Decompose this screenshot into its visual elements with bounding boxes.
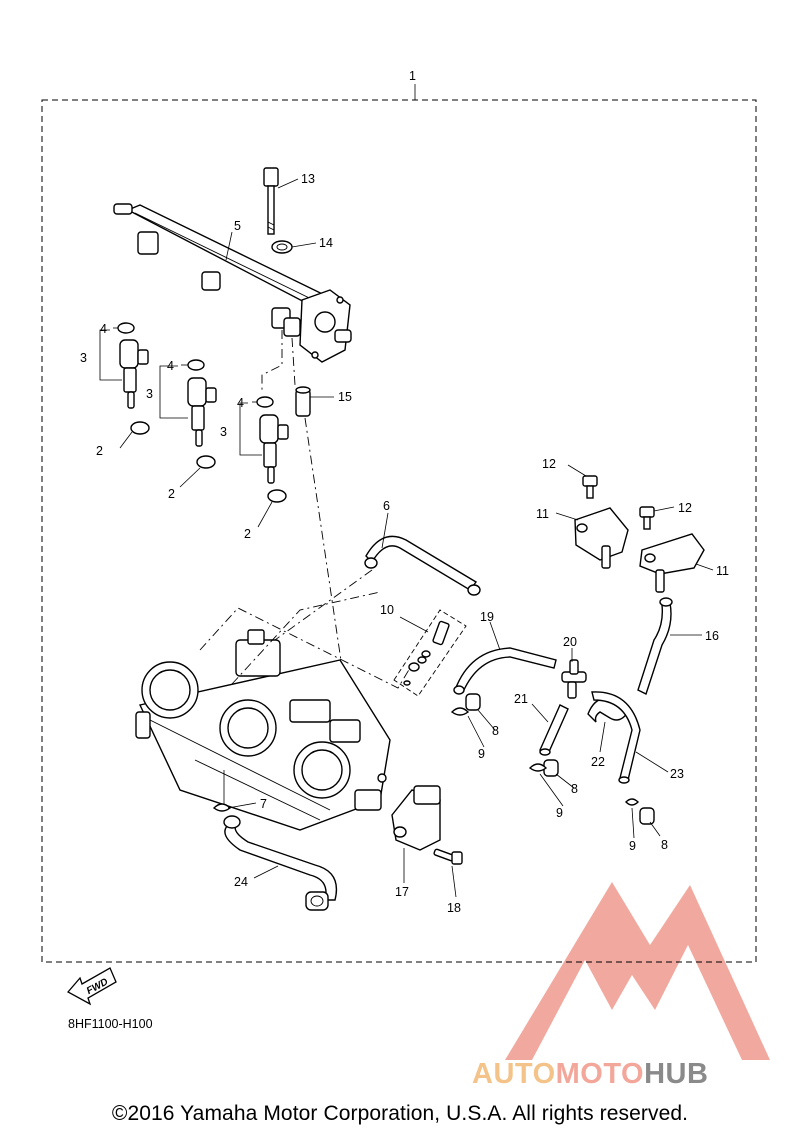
injector-right <box>256 396 289 503</box>
hose-24 <box>224 824 338 901</box>
screw-kit-box <box>393 609 467 697</box>
callout-21: 21 <box>514 692 528 706</box>
callout-3: 3 <box>146 387 153 401</box>
callout-2: 2 <box>96 444 103 458</box>
callout-4: 4 <box>237 396 244 410</box>
cap-8-a <box>465 693 481 711</box>
callout-8: 8 <box>571 782 578 796</box>
watermark-text: AUTOMOTOHUB <box>472 1058 708 1091</box>
callout-24: 24 <box>234 875 248 889</box>
callout-9: 9 <box>629 839 636 853</box>
callout-11: 11 <box>716 564 729 578</box>
injector-left <box>117 322 150 435</box>
callout-6: 6 <box>383 499 390 513</box>
screw-12-left <box>582 475 598 499</box>
callout-12: 12 <box>542 457 556 471</box>
callout-2: 2 <box>244 527 251 541</box>
hose-16 <box>637 602 672 695</box>
callout-4: 4 <box>167 359 174 373</box>
throttle-body <box>135 629 391 831</box>
callout-2: 2 <box>168 487 175 501</box>
collar-15 <box>295 386 311 417</box>
callout-23: 23 <box>670 767 684 781</box>
hose-19 <box>454 647 557 693</box>
assembly-frame <box>41 99 757 963</box>
copyright-notice: ©2016 Yamaha Motor Corporation, U.S.A. A… <box>111 1102 689 1125</box>
clip-9-b <box>528 763 548 772</box>
callout-5: 5 <box>234 219 241 233</box>
callout-1: 1 <box>409 69 416 83</box>
diagram-code: 8HF1100-H100 <box>68 1017 153 1031</box>
watermark-hub: HUB <box>644 1058 709 1090</box>
bolt-18 <box>433 848 463 865</box>
callout-10: 10 <box>380 603 394 617</box>
callout-3: 3 <box>220 425 227 439</box>
washer-14 <box>271 240 293 254</box>
watermark-moto: MOTO <box>555 1058 645 1090</box>
clip-9-a <box>450 707 470 716</box>
screw-12-right <box>639 506 655 530</box>
callout-8: 8 <box>661 838 668 852</box>
callout-17: 17 <box>395 885 409 899</box>
fuel-rail <box>113 203 352 363</box>
callout-8: 8 <box>492 724 499 738</box>
callout-14: 14 <box>319 236 333 250</box>
callout-20: 20 <box>563 635 577 649</box>
callout-11: 11 <box>536 507 549 521</box>
sensor-11-right <box>639 533 705 593</box>
clip-9-c <box>625 798 639 806</box>
bolt-13 <box>263 167 279 235</box>
callout-12: 12 <box>678 501 692 515</box>
cap-8-c <box>639 807 655 825</box>
callout-4: 4 <box>100 322 107 336</box>
watermark-logo <box>505 882 770 1060</box>
callout-15: 15 <box>338 390 352 404</box>
callout-19: 19 <box>480 610 494 624</box>
callout-7: 7 <box>260 797 267 811</box>
callout-18: 18 <box>447 901 461 915</box>
callout-16: 16 <box>705 629 719 643</box>
fwd-arrow-icon: FWD <box>66 967 117 1006</box>
sensor-17 <box>391 785 441 851</box>
callout-3: 3 <box>80 351 87 365</box>
callout-9: 9 <box>478 747 485 761</box>
watermark-auto: AUTO <box>472 1058 556 1090</box>
injector-center <box>187 359 217 469</box>
hose-6 <box>365 535 478 591</box>
leader-lines <box>113 178 714 898</box>
hose-21 <box>539 704 569 755</box>
callout-22: 22 <box>591 755 605 769</box>
screw-10 <box>403 620 450 686</box>
callout-9: 9 <box>556 806 563 820</box>
callout-13: 13 <box>301 172 315 186</box>
joint-20 <box>561 659 587 699</box>
callouts: 1 2 2 2 3 3 3 4 4 4 5 6 7 8 8 8 9 9 9 10… <box>80 69 729 915</box>
sensor-11-left <box>574 507 629 569</box>
